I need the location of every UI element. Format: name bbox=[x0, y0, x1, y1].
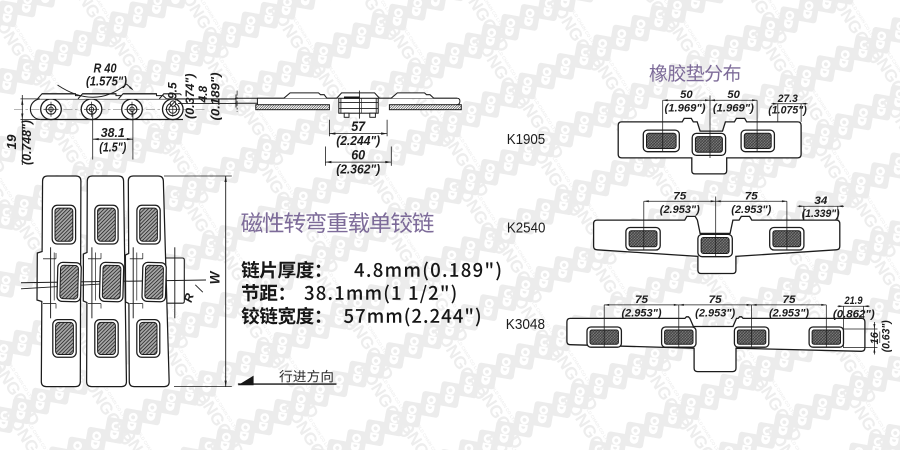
svg-text:75: 75 bbox=[745, 190, 759, 202]
svg-text:(1.969"): (1.969") bbox=[665, 102, 706, 114]
svg-text:R 40: R 40 bbox=[94, 61, 118, 76]
svg-text:(1.5"): (1.5") bbox=[99, 141, 126, 155]
svg-text:(2.953"): (2.953") bbox=[769, 307, 809, 319]
svg-text:50: 50 bbox=[727, 89, 740, 101]
svg-text:9.5: 9.5 bbox=[166, 82, 180, 99]
svg-text:50: 50 bbox=[680, 89, 693, 101]
svg-text:21.9: 21.9 bbox=[844, 295, 864, 307]
svg-text:75: 75 bbox=[783, 294, 797, 306]
svg-text:75: 75 bbox=[709, 294, 723, 306]
svg-text:K3048: K3048 bbox=[506, 316, 545, 333]
svg-text:(0.63"): (0.63") bbox=[881, 320, 893, 352]
svg-text:27.3: 27.3 bbox=[777, 93, 798, 105]
svg-text:16: 16 bbox=[869, 331, 881, 344]
svg-text:(0.748"): (0.748") bbox=[20, 120, 34, 165]
svg-text:(2.244"): (2.244") bbox=[336, 134, 380, 148]
svg-text:38.1: 38.1 bbox=[101, 125, 125, 140]
svg-text:W: W bbox=[208, 270, 223, 284]
svg-text:(1.075"): (1.075") bbox=[768, 105, 807, 117]
svg-text:(1.339"): (1.339") bbox=[802, 208, 840, 220]
svg-text:(0.189"): (0.189") bbox=[208, 73, 222, 121]
svg-text:75: 75 bbox=[635, 294, 649, 306]
svg-text:(2.953"): (2.953") bbox=[660, 204, 700, 216]
svg-text:(0.862"): (0.862") bbox=[833, 308, 875, 320]
svg-text:75: 75 bbox=[673, 190, 687, 202]
svg-text:34: 34 bbox=[814, 195, 827, 207]
svg-text:(0.374"): (0.374") bbox=[183, 74, 197, 120]
svg-text:(2.953"): (2.953") bbox=[731, 204, 771, 216]
svg-text:57: 57 bbox=[351, 119, 366, 134]
svg-text:(2.953"): (2.953") bbox=[622, 307, 662, 319]
svg-text:(2.362"): (2.362") bbox=[336, 163, 380, 177]
svg-text:(1.969"): (1.969") bbox=[713, 102, 754, 114]
svg-text:(2.953"): (2.953") bbox=[695, 307, 735, 319]
svg-text:60: 60 bbox=[351, 147, 365, 162]
svg-text:K1905: K1905 bbox=[507, 131, 546, 148]
svg-text:19: 19 bbox=[4, 134, 19, 150]
svg-text:K2540: K2540 bbox=[507, 220, 546, 237]
svg-text:(1.575"): (1.575") bbox=[86, 75, 127, 89]
